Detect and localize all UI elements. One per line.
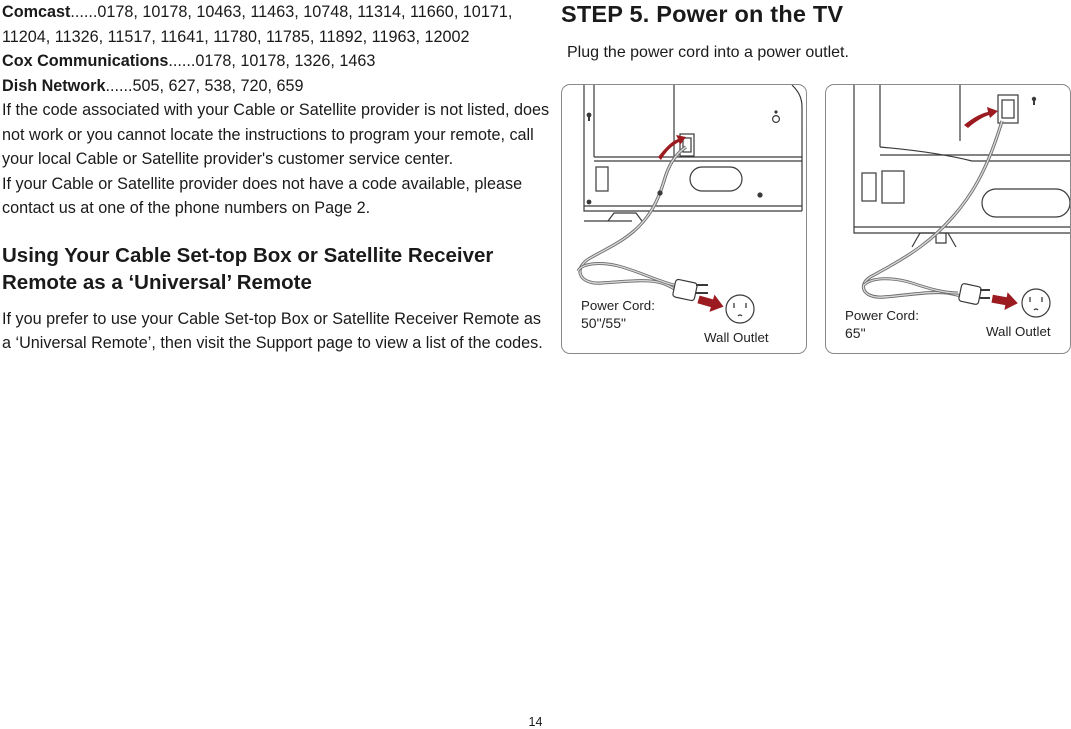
not-listed-paragraph: If the code associated with your Cable o… xyxy=(2,101,550,168)
tv-power-illustration-1 xyxy=(576,85,803,324)
wall-outlet-label: Wall Outlet xyxy=(986,324,1051,339)
tv-power-illustration-2 xyxy=(853,85,1070,318)
tv-back-outline xyxy=(853,85,1070,234)
power-cord-diagram-50-55: Power Cord: 50"/55" Wall Outlet xyxy=(561,84,807,354)
arrow-to-tv-inlet-1 xyxy=(658,135,686,160)
provider-code-list: Comcast......0178, 10178, 10463, 11463, … xyxy=(2,0,550,98)
right-column: STEP 5. Power on the TV Plug the power c… xyxy=(561,0,1071,63)
plug-prongs xyxy=(696,284,708,294)
universal-remote-body: If you prefer to use your Cable Set-top … xyxy=(2,309,543,353)
wall-outlet-shape-2 xyxy=(1021,288,1051,318)
plug-body xyxy=(958,283,982,305)
power-cord-diagram-65: Power Cord: 65" Wall Outlet xyxy=(825,84,1071,354)
step-5-instruction: Plug the power cord into a power outlet. xyxy=(567,44,849,61)
page-number: 14 xyxy=(528,715,543,729)
left-column: Comcast......0178, 10178, 10463, 11463, … xyxy=(2,0,550,356)
tv-ledge xyxy=(879,146,1070,162)
arrow-to-outlet-1 xyxy=(697,294,724,312)
plug-body xyxy=(672,278,698,302)
dish-codes: ......505, 627, 538, 720, 659 xyxy=(105,76,304,95)
comcast-label: Comcast xyxy=(2,3,71,21)
step-5-title: STEP 5. Power on the TV xyxy=(561,1,844,27)
arrow-to-outlet-2 xyxy=(991,292,1018,311)
wall-outlet-label: Wall Outlet xyxy=(704,330,769,345)
tv-back-outline xyxy=(583,85,802,212)
universal-remote-heading: Using Your Cable Set-top Box or Satellit… xyxy=(2,243,494,294)
arrow-to-tv-inlet-2 xyxy=(964,107,998,128)
plug-prongs xyxy=(980,289,990,299)
power-cord-model: 65" xyxy=(845,325,866,341)
cox-label: Cox Communications xyxy=(2,52,169,70)
power-cord-model: 50"/55" xyxy=(581,315,626,331)
wall-outlet-shape-1 xyxy=(725,294,755,324)
cox-codes: ......0178, 10178, 1326, 1463 xyxy=(168,52,376,70)
dish-label: Dish Network xyxy=(2,76,106,95)
power-cord-label: Power Cord: xyxy=(581,298,655,313)
comcast-codes: ......0178, 10178, 10463, 11463, 10748, … xyxy=(2,3,513,46)
no-code-paragraph: If your Cable or Satellite provider does… xyxy=(2,174,523,218)
power-cord-label: Power Cord: xyxy=(845,308,919,323)
